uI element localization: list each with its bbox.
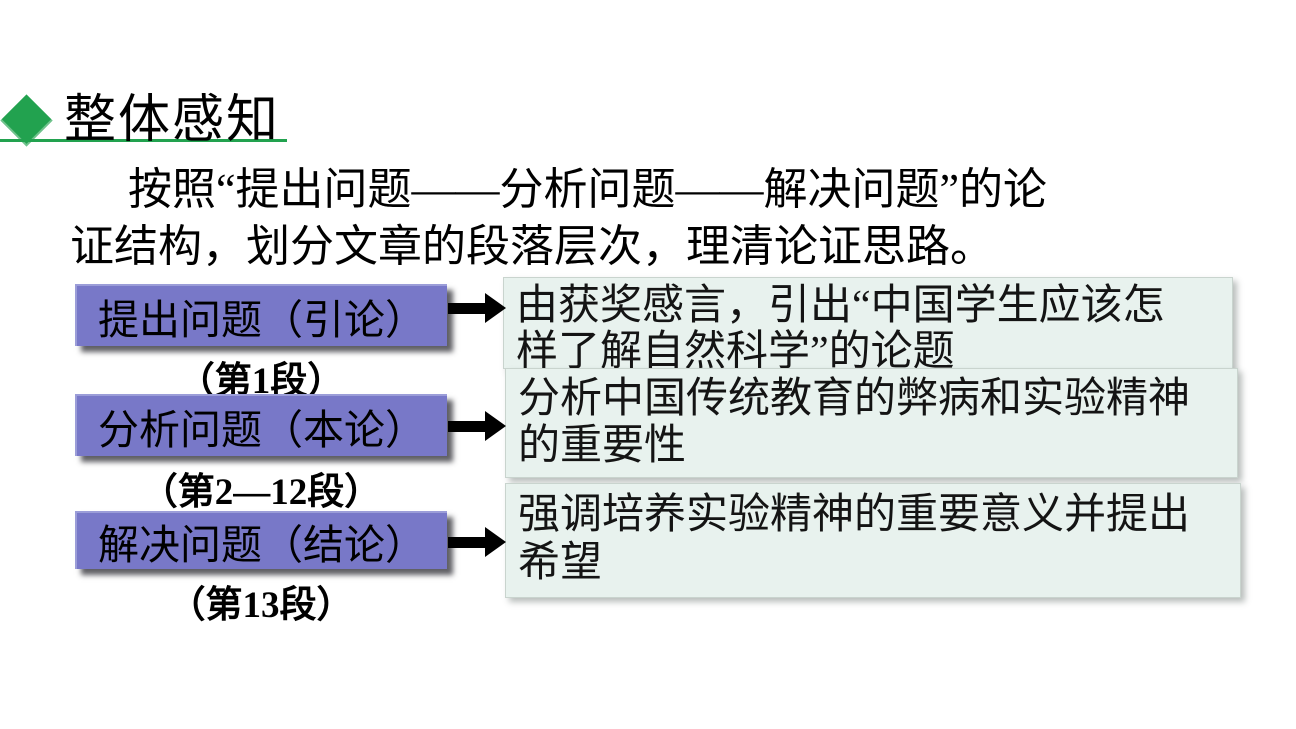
- page-title: 整体感知: [64, 92, 281, 149]
- paragraph-range-label: （第2—12段）: [140, 472, 382, 513]
- description-line: 由获奖感言，引出“中国学生应该怎: [516, 283, 1165, 329]
- intro-line-2: 证结构，划分文章的段落层次，理清论证思路。: [70, 222, 994, 271]
- description-box-analyze-question: 分析中国传统教育的弊病和实验精神 的重要性: [505, 368, 1238, 478]
- step-box-label: 分析问题（本论）: [98, 407, 426, 453]
- description-line: 的重要性: [518, 423, 687, 469]
- step-box-label: 解决问题（结论）: [98, 522, 426, 568]
- description-box-raise-question: 由获奖感言，引出“中国学生应该怎 样了解自然科学”的论题: [503, 277, 1233, 369]
- arrow-shaft: [448, 420, 485, 432]
- intro-paragraph: 按照“提出问题——分析问题——解决问题”的论 证结构，划分文章的段落层次，理清论…: [70, 161, 1240, 275]
- step-box-solve-question: 解决问题（结论）: [75, 511, 447, 569]
- arrow-shaft: [448, 302, 485, 314]
- step-box-analyze-question: 分析问题（本论）: [75, 394, 447, 456]
- arrow-head: [485, 411, 506, 441]
- step-box-label: 提出问题（引论）: [98, 297, 426, 343]
- arrow-head: [485, 527, 506, 557]
- intro-line-1: 按照“提出问题——分析问题——解决问题”的论: [128, 165, 1048, 214]
- arrow-head: [485, 293, 506, 323]
- description-line: 希望: [518, 540, 603, 586]
- arrow-shaft: [448, 536, 485, 548]
- step-box-raise-question: 提出问题（引论）: [75, 284, 447, 346]
- paragraph-range-label: （第13段）: [168, 585, 354, 626]
- description-line: 分析中国传统教育的弊病和实验精神: [518, 376, 1191, 422]
- right-arrow-icon: [448, 411, 506, 441]
- description-box-solve-question: 强调培养实验精神的重要意义并提出 希望: [505, 483, 1241, 598]
- description-line: 样了解自然科学”的论题: [516, 329, 955, 369]
- title-underline: [0, 139, 287, 142]
- description-line: 强调培养实验精神的重要意义并提出: [518, 492, 1191, 538]
- right-arrow-icon: [448, 527, 506, 557]
- right-arrow-icon: [448, 293, 506, 323]
